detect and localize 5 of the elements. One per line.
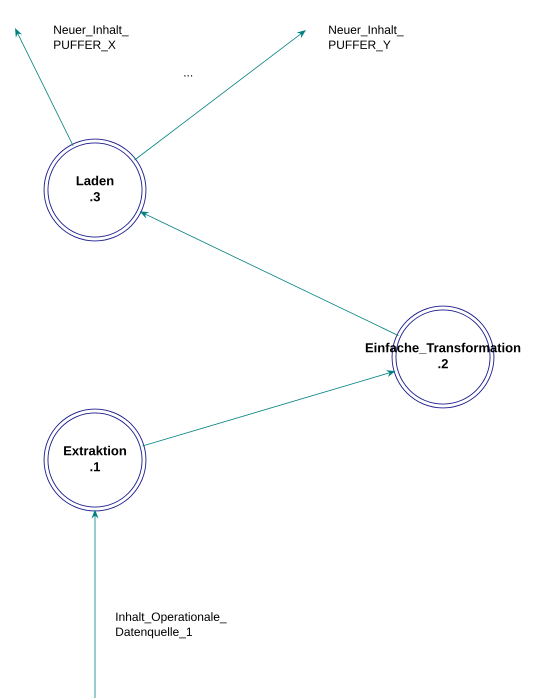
arrow (134, 30, 306, 161)
edge-label: Inhalt_Operationale_ Datenquelle_1 (116, 612, 227, 638)
ellipsis-label: ... (184, 75, 192, 76)
edge-label: Neuer_Inhalt_ PUFFER_Y (329, 25, 404, 52)
edge-label: Neuer_Inhalt_ PUFFER_X (54, 25, 129, 52)
